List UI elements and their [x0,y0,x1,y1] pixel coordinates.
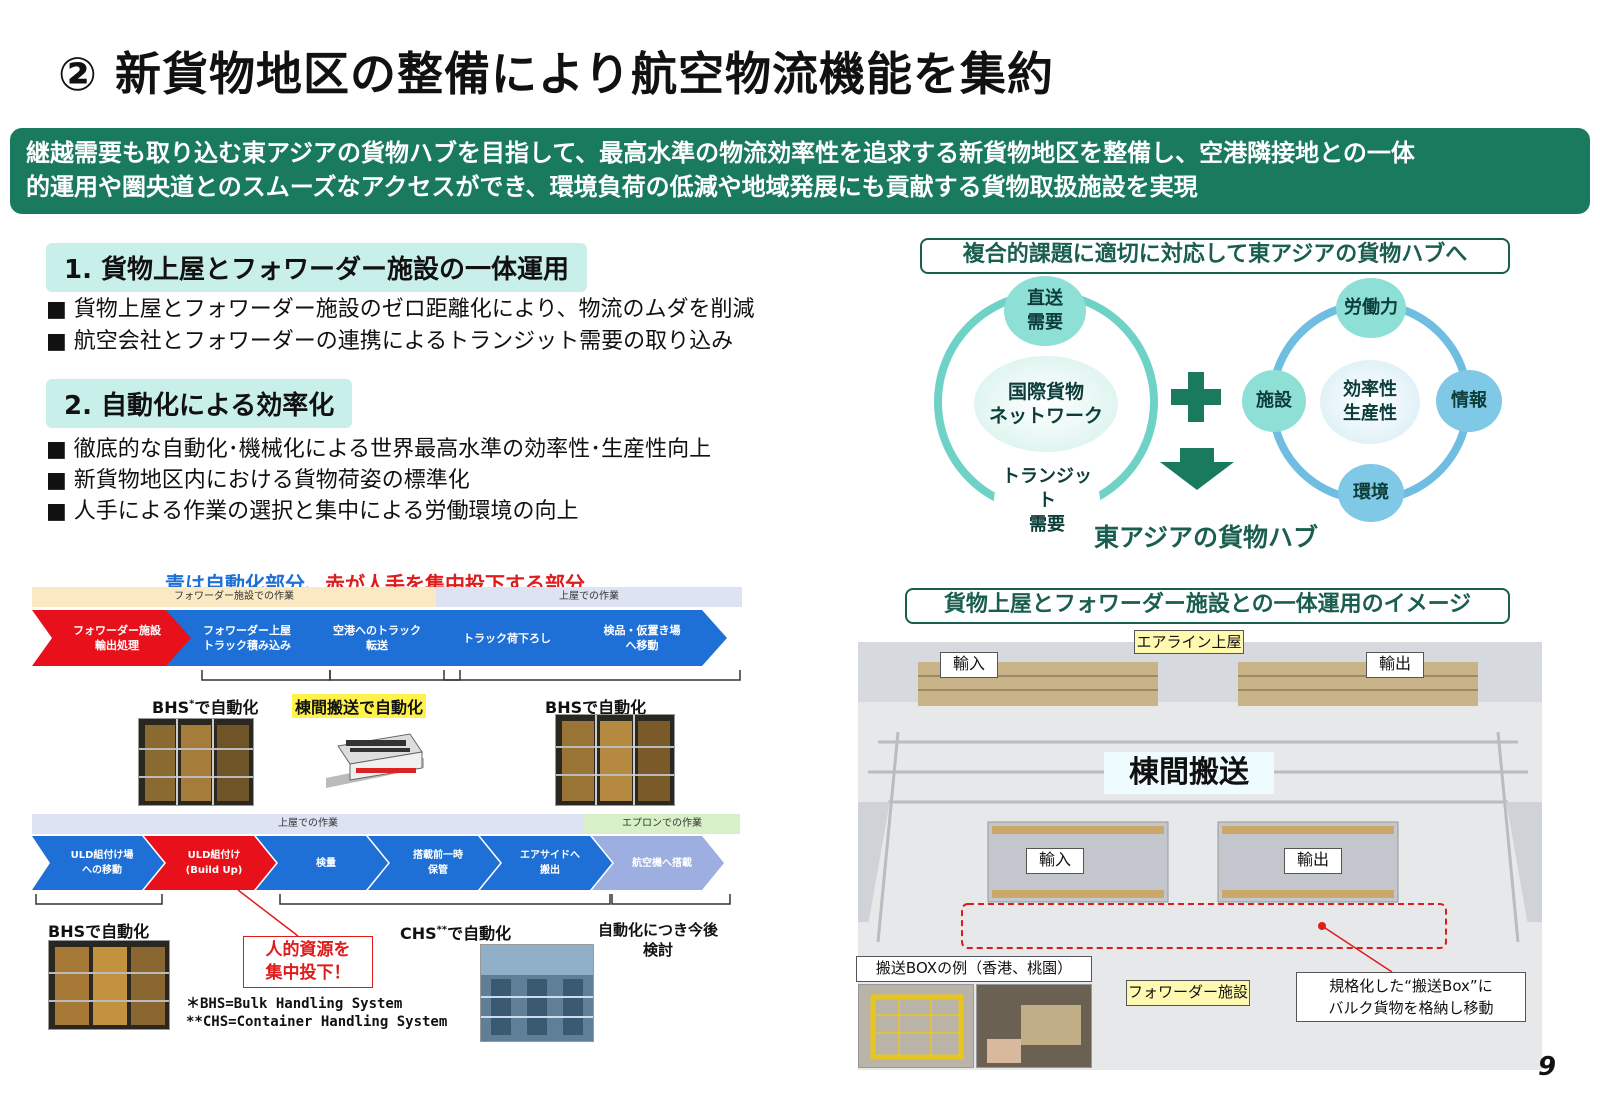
label-box-example: 搬送BOXの例（香港、桃園） [856,956,1092,982]
node-international-network: 国際貨物ネットワーク [974,356,1118,452]
section-1-heading: 1. 貨物上屋とフォワーダー施設の一体運用 [46,243,588,292]
footnote-bhs: ＊BHS=Bulk Handling System [186,996,403,1012]
row2-step-5-label: エアサイドへ搬出 [520,850,580,876]
summary-banner: 継越需要も取り込む東アジアの貨物ハブを目指して、最高水準の物流効率性を追求する新… [10,128,1590,214]
section-1-bullet-2: ■ 航空会社とフォワーダーの連携によるトランジット需要の取り込み [46,329,734,354]
label-export-bottom: 輸出 [1284,848,1342,874]
chevron-row2-step-3-blue [256,836,388,890]
row-2-brackets [35,894,731,905]
section-2-bullet-1: ■ 徹底的な自動化･機械化による世界最高水準の効率性･生産性向上 [46,437,712,462]
image-frame-title: 貨物上屋とフォワーダー施設との一体運用のイメージ [905,588,1510,624]
photo-yellow-cage [858,984,974,1068]
photo-cargo-handling [976,984,1092,1068]
page-title: ② 新貨物地区の整備により航空物流機能を集約 [58,47,1055,101]
label-inter-building-transfer: 棟間搬送 [1104,752,1274,794]
node-transit-demand: トランジット需要 [994,466,1100,535]
node-facility: 施設 [1242,370,1306,432]
band-shed-1: 上屋での作業 [436,587,742,607]
section-2-bullet-3: ■ 人手による作業の選択と集中による労働環境の向上 [46,499,579,524]
row-1-brackets [201,670,741,681]
node-environment: 環境 [1338,464,1404,522]
section-1-bullet-1: ■ 貨物上屋とフォワーダー施設のゼロ距離化により、物流のムダを削減 [46,297,755,322]
label-bhs-1: BHS*で自動化 [152,698,259,717]
row2-step-1-label: ULD組付け場への移動 [70,850,134,876]
chevron-step-1-red [32,610,197,666]
step-2-label: フォワーダー上屋トラック積み込み [203,624,291,652]
footnotes: ＊BHS=Bulk Handling System **CHS=Containe… [186,995,447,1031]
chevron-row2-step-1-blue [32,836,164,890]
chevron-row2-step-5-blue [480,836,612,890]
chevron-step-4-blue [426,610,587,666]
band-forwarder: フォワーダー施設での作業 [32,587,436,607]
step-1-label: フォワーダー施設輸出処理 [73,624,161,652]
photo-bhs-shelves-3 [48,940,170,1030]
label-import-top: 輸入 [940,652,998,678]
node-direct-demand: 直送需要 [1004,276,1086,346]
label-forwarder-facility: フォワーダー施設 [1126,980,1250,1006]
hub-frame-title: 複合的課題に適切に対応して東アジアの貨物ハブへ [920,238,1510,274]
page-number: 9 [1538,1052,1557,1082]
label-bhs-2: BHSで自動化 [545,698,647,717]
callout-pointer-line [237,889,299,937]
node-labor: 労働力 [1336,278,1406,338]
label-export-top: 輸出 [1366,652,1424,678]
callout-standardized-box: 規格化した“搬送Box”にバルク貨物を格納し移動 [1296,972,1526,1022]
row2-step-3-label: 検量 [316,857,336,869]
down-arrow-icon [1160,462,1234,490]
summary-line-2: 的運用や圏央道とのスムーズなアクセスができ、環境負荷の低減や地域発展にも貢献する… [26,173,1198,201]
row2-step-2-label: ULD組付け(Build Up) [185,850,243,876]
node-efficiency: 効率性生産性 [1320,360,1420,444]
step-4-label: トラック荷下ろし [463,631,551,645]
label-import-bottom: 輸入 [1026,848,1084,874]
label-airline-shed: エアライン上屋 [1134,630,1244,654]
chevron-row2-step-2-red [144,836,276,890]
chevron-row2-step-4-blue [368,836,500,890]
label-tokan: 棟間搬送で自動化 [292,694,427,718]
photo-transfer-vehicle [316,718,434,806]
summary-line-1: 継越需要も取り込む東アジアの貨物ハブを目指して、最高水準の物流効率性を追求する新… [26,139,1415,167]
row2-step-6-label: 航空機へ搭載 [632,857,692,869]
chevron-step-2-blue [166,610,327,666]
label-future: 自動化につき今後検討 [597,921,718,959]
band-apron: エプロンでの作業 [584,814,740,834]
hub-result: 東アジアの貨物ハブ [1094,523,1319,552]
node-information: 情報 [1436,370,1502,432]
section-2-bullet-2: ■ 新貨物地区内における貨物荷姿の標準化 [46,468,470,493]
chevron-row2-step-6-grey [592,836,724,890]
band-shed-2: 上屋での作業 [32,814,584,834]
chevron-step-3-blue [296,610,457,666]
flow-row-2-chevrons [32,836,724,890]
callout-human-resources: 人的資源を集中投下！ [243,936,373,988]
step-3-label: 空港へのトラック転送 [333,624,421,652]
step-5-label: 検品・仮置き場へ移動 [603,624,681,652]
photo-bhs-shelves-2 [555,714,675,806]
footnote-chs: **CHS=Container Handling System [186,1014,448,1030]
photo-bhs-shelves-1 [138,718,254,806]
section-2-heading: 2. 自動化による効率化 [46,379,353,428]
row2-step-4-label: 搭載前一時保管 [413,850,463,876]
label-bhs-3: BHSで自動化 [48,922,150,941]
label-chs: CHS**で自動化 [400,924,512,943]
chevron-step-5-blue [556,610,727,666]
flow-row-1-chevrons [32,610,727,666]
photo-chs-warehouse [480,944,594,1042]
